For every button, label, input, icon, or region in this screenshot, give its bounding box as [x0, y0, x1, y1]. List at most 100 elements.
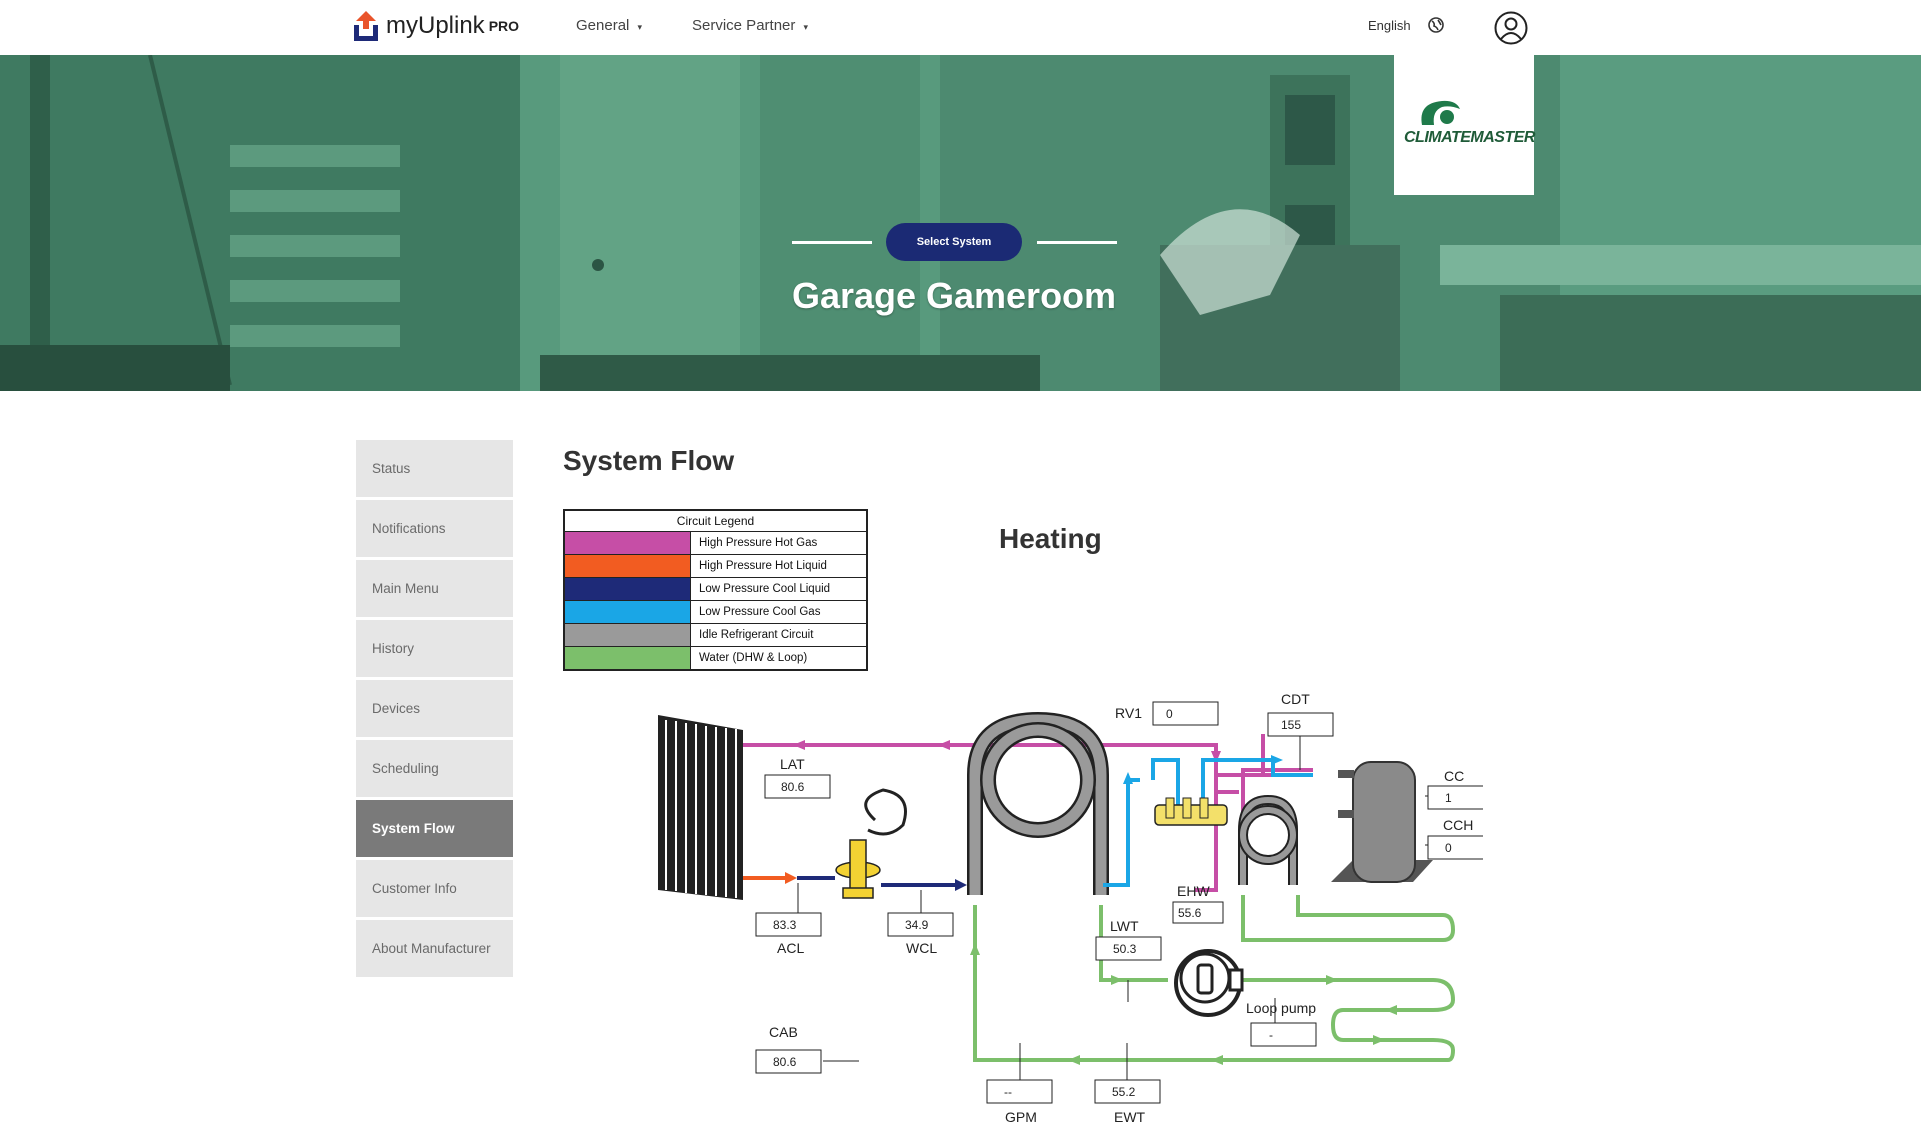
- sidebar-item-system-flow[interactable]: System Flow: [356, 800, 513, 857]
- sensor-cdt-value: 155: [1281, 718, 1301, 732]
- sensor-acl-value: 83.3: [773, 918, 797, 932]
- hero-banner: Select System Garage Gameroom: [0, 55, 1921, 391]
- cool-liquid-pipe: [881, 879, 967, 891]
- nav-service-partner-menu[interactable]: Service Partner ▾: [692, 17, 808, 34]
- manufacturer-name: CLIMATEMASTER: [1404, 129, 1535, 146]
- sensor-cdt: CDT 155: [1267, 691, 1334, 737]
- sensor-cab: CAB 80.6: [755, 1024, 822, 1074]
- language-selector[interactable]: English: [1368, 18, 1411, 33]
- legend-label: Water (DHW & Loop): [699, 652, 808, 664]
- sensor-cch-value: 0: [1445, 841, 1452, 855]
- sensor-loop-pump: Loop pump -: [1246, 1000, 1317, 1047]
- sensor-gpm-label: GPM: [1005, 1109, 1037, 1125]
- hot-liquid-pipe: [743, 872, 835, 884]
- dhw-heat-exchanger: [1238, 794, 1298, 885]
- sensor-cc-label: CC: [1444, 768, 1464, 784]
- legend-label: Low Pressure Cool Gas: [699, 606, 821, 618]
- legend-label: High Pressure Hot Gas: [699, 537, 818, 549]
- sensor-cch-label: CCH: [1443, 817, 1473, 833]
- sensor-ehw: EHW 55.6: [1172, 883, 1224, 924]
- sensor-loop-pump-value: -: [1269, 1028, 1273, 1042]
- sensor-cab-value: 80.6: [773, 1055, 797, 1069]
- sensor-lat-value: 80.6: [781, 780, 805, 794]
- page-title: System Flow: [563, 445, 735, 476]
- sensor-ewt-label: EWT: [1114, 1109, 1146, 1125]
- globe-icon[interactable]: [1428, 17, 1444, 33]
- sidebar-item-customer-info[interactable]: Customer Info: [356, 860, 513, 917]
- sensor-gpm-value: --: [1004, 1085, 1012, 1099]
- select-system-button[interactable]: Select System: [886, 223, 1022, 261]
- legend-row: Low Pressure Cool Liquid: [565, 578, 866, 601]
- logo-pro-badge: PRO: [488, 18, 520, 34]
- reversing-valve: [1154, 797, 1228, 826]
- legend-row: High Pressure Hot Liquid: [565, 555, 866, 578]
- legend-label: Idle Refrigerant Circuit: [699, 629, 814, 641]
- sensor-cch: CCH 0: [1427, 817, 1483, 860]
- cool-gas-pipe: [1103, 755, 1313, 887]
- sensor-cc-value: 1: [1445, 791, 1452, 805]
- nav-general-menu[interactable]: General ▾: [576, 17, 642, 34]
- legend-title: Circuit Legend: [565, 511, 866, 532]
- legend-row: Low Pressure Cool Gas: [565, 601, 866, 624]
- hero-divider-left: [792, 241, 872, 244]
- sidebar-item-history[interactable]: History: [356, 620, 513, 677]
- legend-label: Low Pressure Cool Liquid: [699, 583, 831, 595]
- climatemaster-logo-icon: [1421, 100, 1460, 125]
- sensor-ewt: 55.2 EWT: [1094, 1079, 1161, 1125]
- sidebar-menu: Status Notifications Main Menu History D…: [356, 440, 513, 980]
- sidebar-item-notifications[interactable]: Notifications: [356, 500, 513, 557]
- legend-swatch: [565, 532, 691, 554]
- sensor-rv1-label: RV1: [1115, 705, 1142, 721]
- air-coil: [658, 715, 743, 900]
- sidebar-item-status[interactable]: Status: [356, 440, 513, 497]
- sidebar-item-main-menu[interactable]: Main Menu: [356, 560, 513, 617]
- logo-text: myUplink: [386, 12, 485, 39]
- nav-general-label: General: [576, 17, 630, 34]
- caret-down-icon: ▾: [803, 22, 809, 32]
- legend-swatch: [565, 601, 691, 623]
- sidebar-item-about-manufacturer[interactable]: About Manufacturer: [356, 920, 513, 977]
- legend-swatch: [565, 624, 691, 646]
- myuplink-logo[interactable]: myUplink PRO: [354, 10, 519, 42]
- sensor-lwt: LWT 50.3: [1095, 918, 1162, 961]
- system-name-title: Garage Gameroom: [791, 275, 1117, 316]
- sensor-loop-pump-label: Loop pump: [1246, 1000, 1316, 1016]
- legend-swatch: [565, 647, 691, 669]
- hero-background-image: [0, 55, 1921, 391]
- system-flow-diagram: RV1 0 CDT 155 LAT 80.6 CC 1 CCH 0 83.3 A…: [658, 691, 1483, 1125]
- sensor-rv1-value: 0: [1166, 707, 1173, 721]
- sensor-ehw-value: 55.6: [1178, 906, 1202, 920]
- sensor-lwt-value: 50.3: [1113, 942, 1137, 956]
- legend-row: Water (DHW & Loop): [565, 647, 866, 669]
- legend-swatch: [565, 578, 691, 600]
- myuplink-logo-icon: [354, 11, 378, 41]
- loop-pump: [1174, 949, 1244, 1017]
- sensor-gpm: -- GPM: [986, 1079, 1053, 1125]
- sidebar-item-scheduling[interactable]: Scheduling: [356, 740, 513, 797]
- circuit-legend: Circuit Legend High Pressure Hot Gas Hig…: [563, 509, 868, 671]
- water-loop-pipe: [970, 895, 1456, 1065]
- sensor-lat-label: LAT: [780, 756, 805, 772]
- manufacturer-logo: CLIMATEMASTER: [1394, 55, 1535, 195]
- user-account-icon[interactable]: [1494, 11, 1528, 45]
- sensor-cc: CC 1: [1427, 768, 1483, 810]
- top-navbar: myUplink PRO General ▾ Service Partner ▾…: [0, 0, 1921, 55]
- hero-divider-right: [1037, 241, 1117, 244]
- sensor-acl-label: ACL: [777, 940, 804, 956]
- legend-row: Idle Refrigerant Circuit: [565, 624, 866, 647]
- sensor-rv1: RV1 0: [1115, 701, 1219, 726]
- legend-swatch: [565, 555, 691, 577]
- legend-label: High Pressure Hot Liquid: [699, 560, 827, 572]
- sensor-wcl-value: 34.9: [905, 918, 929, 932]
- sensor-wcl: 34.9 WCL: [887, 912, 954, 956]
- sidebar-item-devices[interactable]: Devices: [356, 680, 513, 737]
- nav-service-partner-label: Service Partner: [692, 17, 796, 34]
- sensor-cdt-label: CDT: [1281, 691, 1310, 707]
- sensor-cab-label: CAB: [769, 1024, 798, 1040]
- sensor-lwt-label: LWT: [1110, 918, 1139, 934]
- legend-row: High Pressure Hot Gas: [565, 532, 866, 555]
- sensor-wcl-label: WCL: [906, 940, 937, 956]
- coaxial-heat-exchanger: [967, 711, 1109, 895]
- sensor-ewt-value: 55.2: [1112, 1085, 1136, 1099]
- sensor-lat: LAT 80.6: [764, 756, 831, 799]
